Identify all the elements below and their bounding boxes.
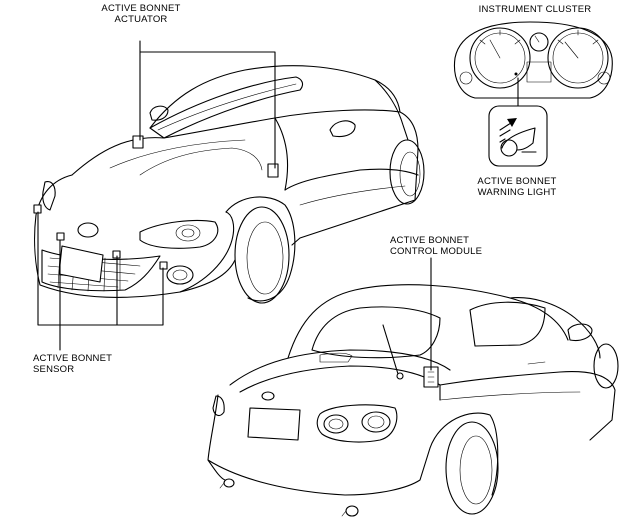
- actuator-label: ACTIVE BONNET ACTUATOR: [92, 3, 190, 25]
- active-bonnet-warning-icon: [499, 118, 537, 157]
- control-module-label-line2: CONTROL MODULE: [390, 246, 483, 257]
- instrument-cluster-label-text: INSTRUMENT CLUSTER: [478, 4, 592, 15]
- sensor-label: ACTIVE BONNET SENSOR: [33, 353, 112, 375]
- warning-light-label-line1: ACTIVE BONNET: [477, 176, 557, 187]
- rear-car-illustration: [207, 284, 619, 517]
- front-car-illustration: [33, 65, 425, 304]
- bonnet-actuator-right: [267, 163, 279, 178]
- bonnet-actuator-left: [132, 135, 144, 149]
- actuator-leader-lines: [139, 40, 276, 169]
- control-module-label-line1: ACTIVE BONNET: [390, 235, 470, 246]
- actuator-label-line2: ACTUATOR: [114, 14, 168, 25]
- actuator-label-line1: ACTIVE BONNET: [101, 3, 181, 14]
- control-module-label: ACTIVE BONNET CONTROL MODULE: [390, 235, 482, 257]
- instrument-cluster-label: INSTRUMENT CLUSTER: [465, 4, 605, 15]
- warning-light-label: ACTIVE BONNET WARNING LIGHT: [462, 176, 572, 198]
- bonnet-sensor-2: [56, 232, 65, 241]
- sensor-label-line2: SENSOR: [33, 364, 75, 375]
- sensor-leader-lines: [37, 211, 164, 351]
- sensor-label-line1: ACTIVE BONNET: [33, 353, 113, 364]
- warning-light-label-line2: WARNING LIGHT: [477, 187, 557, 198]
- instrument-cluster-illustration: [453, 21, 613, 99]
- warning-light-badge: [488, 105, 548, 167]
